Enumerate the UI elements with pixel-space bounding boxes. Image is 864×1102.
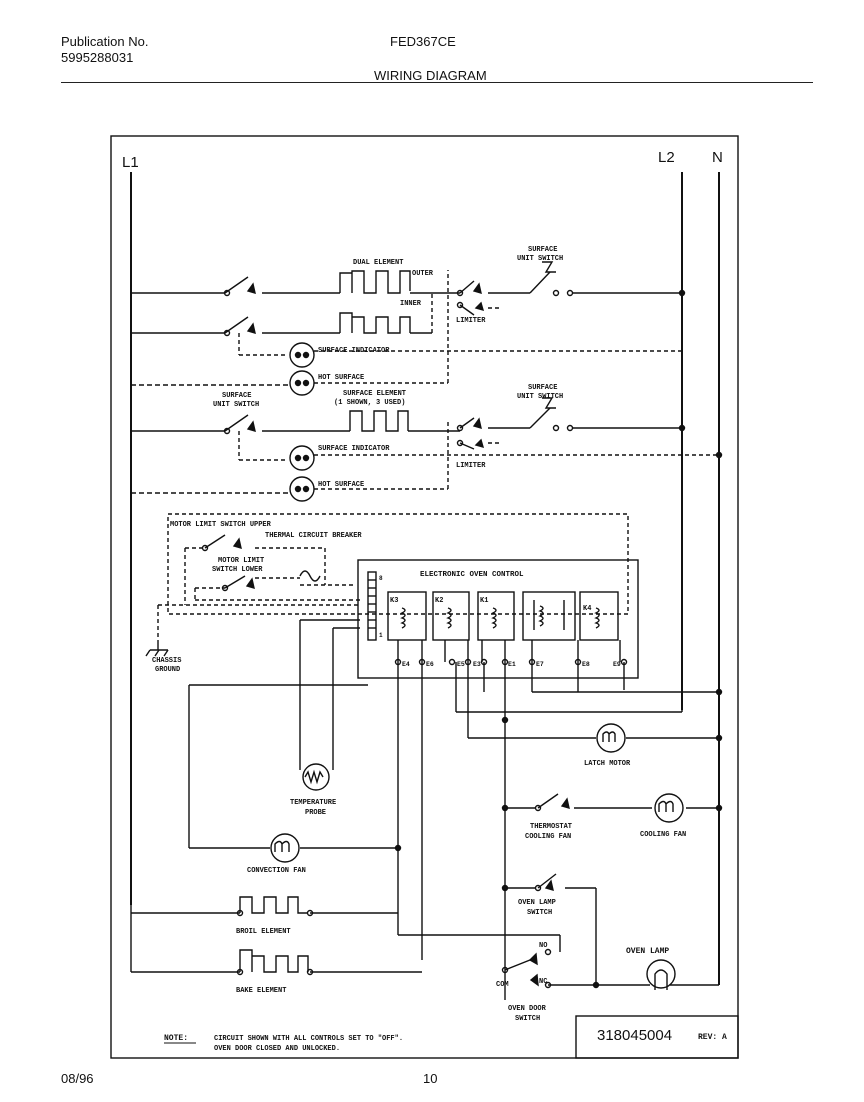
part-number-box (575, 1015, 739, 1059)
dual-element-label: DUAL ELEMENT (353, 259, 403, 267)
surface-element-label-a: SURFACE ELEMENT (343, 390, 406, 398)
thermostat-switch (534, 793, 570, 812)
lower-wiring (130, 619, 723, 1000)
page-number: 10 (423, 1071, 438, 1086)
motor-limit-lower-a: MOTOR LIMIT (218, 557, 264, 565)
page-title: WIRING DIAGRAM (374, 68, 487, 83)
note-label: NOTE: (164, 1034, 188, 1043)
motor-limit-upper-label: MOTOR LIMIT SWITCH UPPER (170, 521, 272, 529)
surface-indicator-1-label: SURFACE INDICATOR (318, 347, 390, 355)
part-number: 318045004 (597, 1027, 672, 1044)
terminal-e7: E7 (536, 661, 544, 668)
hot-surface-2-label: HOT SURFACE (318, 481, 364, 489)
bake-element (236, 949, 314, 976)
surface-unit-switch-1a: SURFACE (528, 246, 557, 254)
oven-door-switch-a: OVEN DOOR (508, 1005, 547, 1013)
model-number: FED367CE (390, 34, 456, 49)
surface-unit-switch-left-b: UNIT SWITCH (213, 401, 259, 409)
relay-k1-label: K1 (480, 597, 488, 605)
terminal-e9: E9 (613, 661, 621, 668)
broil-element (236, 896, 314, 917)
oven-lamp-switch-b: SWITCH (527, 909, 552, 917)
pin-8-label: 8 (379, 575, 383, 582)
terminal-e6: E6 (426, 661, 434, 668)
dual-element-circuit (131, 261, 686, 356)
revision: REV: A (698, 1033, 727, 1042)
l1-label: L1 (122, 154, 139, 171)
relay-k4-label: K4 (583, 605, 591, 613)
chassis-ground (145, 640, 169, 657)
terminal-e1: E1 (508, 661, 516, 668)
broil-element-label: BROIL ELEMENT (236, 928, 291, 936)
motor-limit-circuit (157, 513, 629, 640)
inner-label: INNER (400, 300, 422, 308)
electronic-oven-control (357, 559, 639, 679)
oven-door-switch-b: SWITCH (515, 1015, 540, 1023)
oven-lamp-switch (534, 873, 557, 892)
cooling-fan-label: COOLING FAN (640, 831, 686, 839)
door-switch-nc: NC (539, 978, 547, 986)
cooling-fan (654, 793, 684, 823)
outer-label: OUTER (412, 270, 434, 278)
electronic-oven-control-label: ELECTRONIC OVEN CONTROL (420, 571, 524, 579)
latch-motor-label: LATCH MOTOR (584, 760, 631, 768)
temperature-probe (302, 763, 330, 791)
relay-k2-label: K2 (435, 597, 443, 605)
terminal-e3: E3 (473, 661, 481, 668)
thermostat-label-a: THERMOSTAT (530, 823, 572, 831)
note-line-2: OVEN DOOR CLOSED AND UNLOCKED. (214, 1045, 340, 1053)
limiter-2-label: LIMITER (456, 462, 486, 470)
temperature-probe-a: TEMPERATURE (290, 799, 336, 807)
publication-label: Publication No. (61, 34, 149, 49)
relay-k3-label: K3 (390, 597, 398, 605)
surface-indicator-2-label: SURFACE INDICATOR (318, 445, 390, 453)
surface-indicator-1 (289, 342, 682, 368)
surface-unit-switch-left-a: SURFACE (222, 392, 251, 400)
surface-element-label-b: (1 SHOWN, 3 USED) (334, 399, 405, 407)
convection-fan (270, 833, 300, 863)
bake-element-label: BAKE ELEMENT (236, 987, 286, 995)
door-switch-com: COM (496, 981, 509, 989)
n-label: N (712, 149, 723, 166)
latch-motor (596, 723, 626, 753)
terminal-e8: E8 (582, 661, 590, 668)
footer-date: 08/96 (61, 1071, 94, 1086)
door-switch-no: NO (539, 942, 547, 950)
hot-surface-2 (131, 420, 449, 502)
publication-number: 5995288031 (61, 50, 134, 65)
surface-unit-switch-2b: UNIT SWITCH (517, 393, 563, 401)
surface-indicator-2 (289, 445, 723, 471)
surface-element-circuit (131, 397, 686, 461)
thermal-breaker-label: THERMAL CIRCUIT BREAKER (265, 532, 362, 540)
chassis-ground-a: CHASSIS (152, 657, 181, 665)
thermostat-label-b: COOLING FAN (525, 833, 571, 841)
limiter-1-label: LIMITER (456, 317, 486, 325)
temperature-probe-b: PROBE (305, 809, 326, 817)
hot-surface-1-label: HOT SURFACE (318, 374, 364, 382)
note-line-1: CIRCUIT SHOWN WITH ALL CONTROLS SET TO "… (214, 1035, 403, 1043)
convection-fan-label: CONVECTION FAN (247, 867, 306, 875)
header-rule (61, 82, 813, 83)
terminal-e4: E4 (402, 661, 410, 668)
l2-label: L2 (658, 149, 675, 166)
pin-1-label: 1 (379, 632, 383, 639)
terminal-e5: E5 (457, 661, 465, 668)
hot-surface-1 (131, 270, 449, 396)
surface-unit-switch-1b: UNIT SWITCH (517, 255, 563, 263)
diagram-frame (110, 135, 739, 1059)
surface-unit-switch-2a: SURFACE (528, 384, 557, 392)
oven-lamp (646, 959, 676, 990)
oven-lamp-label: OVEN LAMP (626, 947, 669, 956)
motor-limit-switches (201, 534, 321, 592)
motor-limit-lower-b: SWITCH LOWER (212, 566, 263, 574)
chassis-ground-b: GROUND (155, 666, 180, 674)
oven-lamp-switch-a: OVEN LAMP (518, 899, 556, 907)
oven-door-switch (501, 948, 552, 989)
